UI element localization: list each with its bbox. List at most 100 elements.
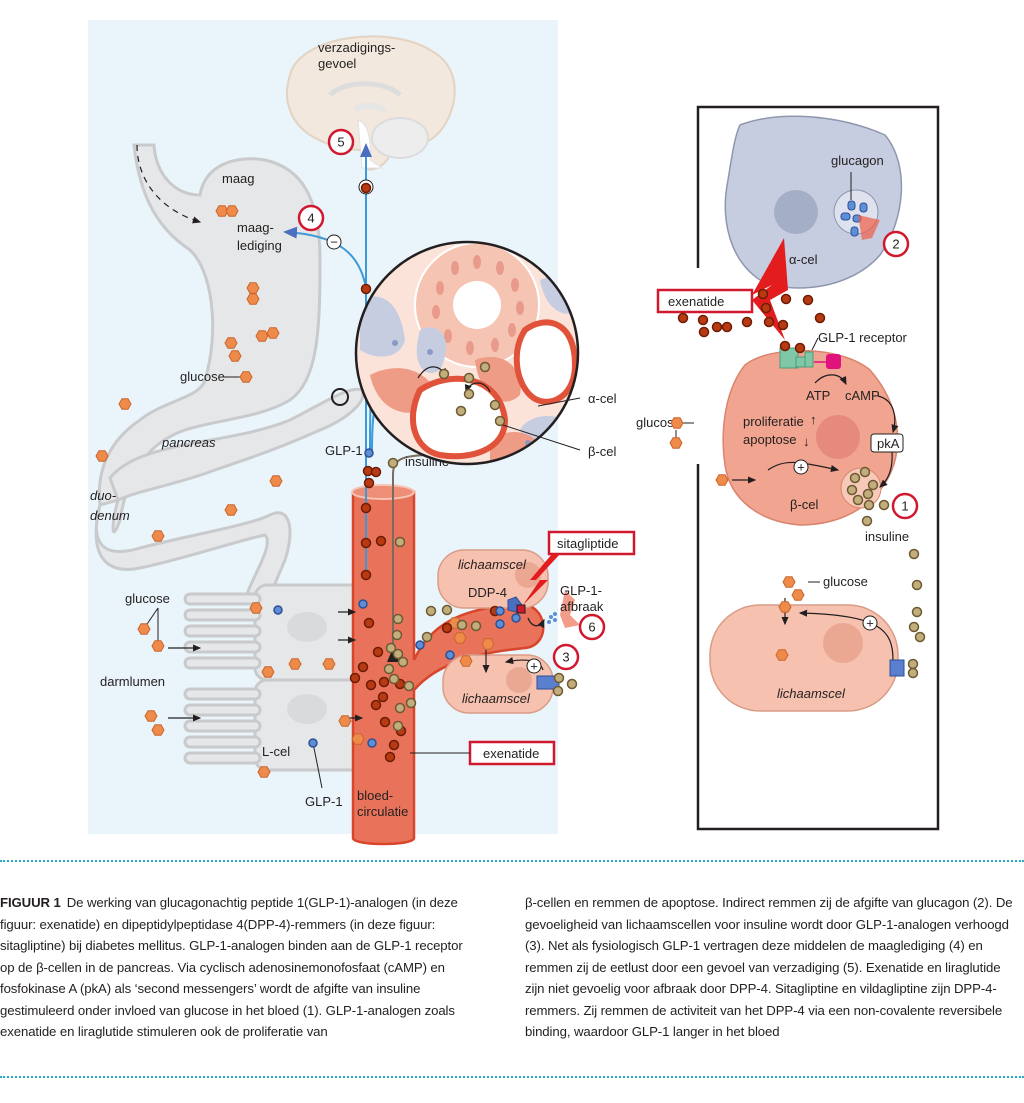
molecules-left — [95, 182, 578, 778]
gut-lumen-label: darmlumen — [100, 674, 165, 689]
insulin-molecule — [405, 697, 417, 709]
glp1-mechanism-figure: verzadigings- gevoel maag maag- lediging… — [88, 20, 940, 846]
insulin-molecule — [394, 536, 406, 548]
islet-of-langerhans: α-cel β-cel — [354, 240, 617, 466]
insulin-molecule — [385, 642, 397, 654]
exenatide-molecule — [802, 294, 814, 306]
insulin-molecule — [859, 466, 871, 478]
glp1-molecule — [273, 605, 283, 615]
glucose-molecule — [459, 655, 473, 667]
glucose-molecule — [338, 715, 352, 727]
glucose-molecule — [228, 350, 242, 362]
svg-text:6: 6 — [588, 620, 595, 635]
exenatide-molecule — [363, 617, 375, 629]
exenatide-box-left: exenatide — [410, 740, 556, 766]
insulin-molecule — [867, 479, 879, 491]
insulin-molecule — [849, 472, 861, 484]
l-cell-label: L-cel — [262, 744, 290, 759]
blood-circulation-label-line2: circulatie — [357, 804, 408, 819]
exenatide-molecule — [360, 537, 372, 549]
marker-2: 2 — [882, 230, 910, 258]
exenatide-molecule — [360, 502, 372, 514]
inset-body-plus-sign: + — [862, 615, 878, 631]
stomach-label: maag — [222, 171, 255, 186]
plus-sign-body-cell: + — [526, 658, 542, 674]
svg-text:↑: ↑ — [810, 412, 817, 427]
exenatide-molecule — [760, 302, 772, 314]
sitagliptide-box: sitagliptide — [523, 530, 636, 605]
glucose-molecule — [239, 371, 253, 383]
insulin-molecule — [456, 619, 468, 631]
exenatide-molecule — [360, 569, 372, 581]
caption-bottom-rule — [0, 1076, 1024, 1078]
exenatide-molecule — [378, 676, 390, 688]
glucose-molecule — [215, 205, 229, 217]
glucose-molecule — [255, 330, 269, 342]
insulin-molecule — [553, 672, 565, 684]
inset-insulin-label: insuline — [865, 529, 909, 544]
caption-figure-label: FIGUUR 1 — [0, 895, 61, 910]
body-cell-upper-label: lichaamscel — [458, 557, 527, 572]
body-cell-lower: lichaamscel + — [442, 650, 560, 714]
insulin-molecule — [878, 499, 890, 511]
glucose-molecule — [151, 724, 165, 736]
exenatide-molecule — [698, 326, 710, 338]
svg-text:↓: ↓ — [803, 434, 810, 449]
insulin-molecule — [392, 720, 404, 732]
inset-glp1-receptor-label: GLP-1 receptor — [818, 330, 908, 345]
glucose-molecule — [257, 766, 271, 778]
insulin-molecule — [383, 663, 395, 675]
body-cell-lower-label: lichaamscel — [462, 691, 531, 706]
inset-body-cell: glucose lichaamscel + — [709, 574, 905, 712]
duodenum-label-line1: duo- — [90, 488, 117, 503]
inset-lightning-icon — [752, 238, 788, 340]
inset-atp-label: ATP — [806, 388, 830, 403]
caption-top-rule — [0, 860, 1024, 862]
glucose-molecule — [224, 504, 238, 516]
stomach-glucose-label: glucose — [180, 369, 225, 384]
inset-camp-label: cAMP — [845, 388, 880, 403]
svg-text:1: 1 — [901, 499, 908, 514]
insulin-molecule — [552, 685, 564, 697]
inset-glucagon-label: glucagon — [831, 153, 884, 168]
exenatide-molecule — [363, 477, 375, 489]
exenatide-molecule — [711, 321, 723, 333]
exenatide-molecule — [370, 699, 382, 711]
glucose-molecule — [224, 337, 238, 349]
satiety-label-line1: verzadigings- — [318, 40, 395, 55]
insulin-molecule — [489, 399, 501, 411]
insulin-molecule — [908, 548, 920, 560]
inset-plus-sign: + — [793, 459, 809, 475]
svg-text:+: + — [866, 616, 874, 631]
glucose-molecule — [137, 623, 151, 635]
body-cell-upper: lichaamscel DDP-4 — [437, 549, 549, 614]
insulin-molecule — [391, 629, 403, 641]
marker-3: 3 — [552, 643, 580, 671]
marker-4: 4 — [297, 204, 325, 232]
exenatide-molecule — [780, 293, 792, 305]
exenatide-molecule — [794, 342, 806, 354]
exenatide-molecule — [370, 466, 382, 478]
marker-6: 6 — [578, 613, 606, 641]
insulin-molecule — [861, 515, 873, 527]
glucose-molecule — [95, 450, 109, 462]
blood-vessel: bloed- circulatie — [338, 484, 545, 846]
inset-alpha-cell-label: α-cel — [789, 252, 818, 267]
insulin-molecule — [907, 667, 919, 679]
marker-1: 1 — [891, 492, 919, 520]
insulin-molecule — [479, 361, 491, 373]
glucose-molecule — [261, 666, 275, 678]
exenatide-molecule — [763, 316, 775, 328]
caption-text-2: β-cellen en remmen de apoptose. Indirect… — [525, 895, 1013, 1039]
insulin-molecule — [388, 673, 400, 685]
l-cell-glp1-label: GLP-1 — [305, 794, 343, 809]
glp1-molecule — [445, 650, 455, 660]
inset-alpha-cell: glucagon α-cel — [724, 115, 903, 289]
glp1-molecule — [495, 606, 505, 616]
caption-text-1: De werking van glucagonachtig peptide 1(… — [0, 895, 463, 1039]
lightning-bolt-icon — [523, 554, 560, 605]
insulin-molecule — [392, 648, 404, 660]
lumen-glucose-label: glucose — [125, 591, 170, 606]
insulin-molecule — [911, 579, 923, 591]
glp1-breakdown-label-line2: afbraak — [560, 599, 604, 614]
